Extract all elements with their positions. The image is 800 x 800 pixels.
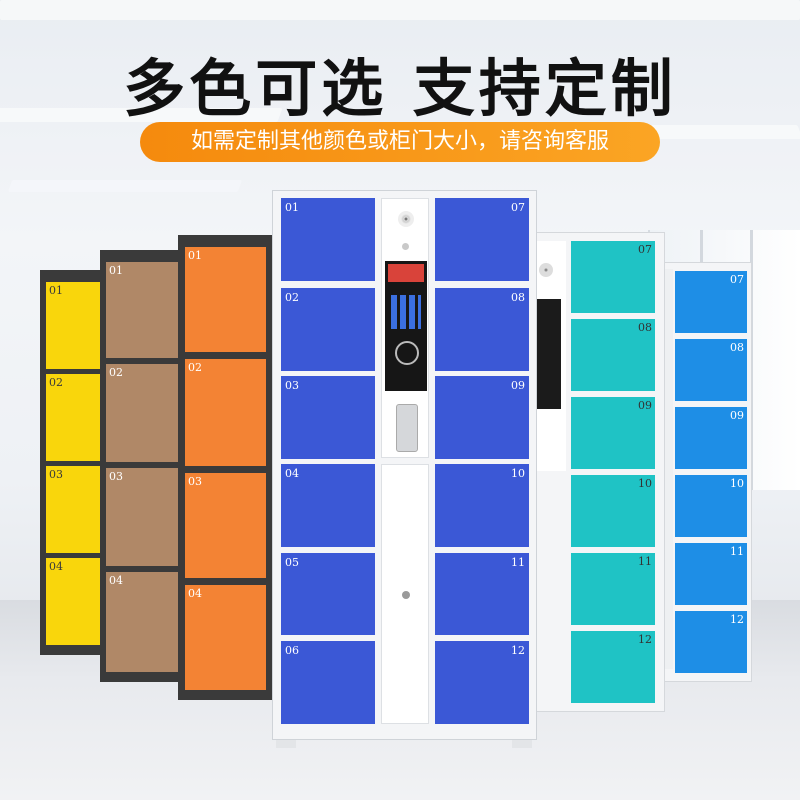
door-number: 10 [511,467,525,480]
door-number: 09 [730,409,744,422]
customization-banner: 如需定制其他颜色或柜门大小，请咨询客服 [140,122,660,162]
door-number: 06 [285,644,299,657]
door-number: 12 [730,613,744,626]
locker-door[interactable]: 08 [435,288,529,371]
locker-door[interactable]: 11 [435,553,529,635]
door-number: 10 [638,477,652,490]
door-number: 08 [730,341,744,354]
locker-door[interactable]: 11 [571,553,655,625]
locker-door[interactable]: 03 [46,466,106,553]
locker-door[interactable]: 07 [571,241,655,313]
door-number: 11 [638,555,652,568]
door-number: 04 [109,574,123,587]
locker-door[interactable]: 06 [281,641,375,724]
lower-panel [381,464,429,724]
door-number: 01 [285,201,299,214]
headline: 多色可选 支持定制 [123,52,677,125]
locker-door[interactable]: 09 [435,376,529,459]
speaker-icon [539,263,553,277]
door-number: 03 [109,470,123,483]
locker-door[interactable]: 11 [675,543,747,605]
door-number: 02 [188,361,202,374]
ceiling-light [7,180,243,192]
locker-door[interactable]: 03 [281,376,375,459]
locker-door[interactable]: 01 [185,247,266,352]
door-number: 09 [511,379,525,392]
locker-door[interactable]: 04 [185,585,266,690]
door-number: 01 [188,249,202,262]
locker-door[interactable]: 02 [106,364,179,462]
locker-door[interactable]: 07 [435,198,529,281]
door-number: 01 [109,264,123,277]
door-number: 04 [188,587,202,600]
ceiling-light [598,200,800,210]
door-number: 01 [49,284,63,297]
cabinet-foot [512,740,532,748]
cabinet-brown: 01 02 03 04 [100,250,185,682]
indicator-light [402,243,409,250]
locker-door[interactable]: 05 [281,553,375,635]
locker-door[interactable]: 12 [435,641,529,724]
locker-door[interactable]: 10 [435,464,529,547]
door-number: 02 [285,291,299,304]
locker-door[interactable]: 12 [571,631,655,703]
door-number: 11 [511,556,525,569]
door-number: 07 [511,201,525,214]
locker-door[interactable]: 02 [46,374,106,461]
locker-door[interactable]: 03 [106,468,179,566]
door-number: 03 [285,379,299,392]
door-number: 11 [730,545,744,558]
cabinet-teal: 07 08 09 10 11 12 [530,232,665,712]
locker-door[interactable]: 10 [571,475,655,547]
door-number: 03 [49,468,63,481]
door-number: 08 [638,321,652,334]
door-number: 12 [638,633,652,646]
door-number: 02 [109,366,123,379]
cabinet-yellow: 01 02 03 04 [40,270,110,655]
locker-door[interactable]: 01 [281,198,375,281]
cabinet-light-blue: 07 08 09 10 11 12 [660,262,752,682]
handle-lock[interactable] [396,404,418,452]
touch-screen[interactable] [535,299,561,409]
locker-door[interactable]: 04 [46,558,106,645]
door-number: 03 [188,475,202,488]
cabinet-orange: 01 02 03 04 [178,235,273,700]
door-number: 04 [285,467,299,480]
locker-door[interactable]: 08 [571,319,655,391]
locker-door[interactable]: 09 [675,407,747,469]
keyhole-icon [402,591,410,599]
locker-door[interactable]: 01 [46,282,106,369]
locker-door[interactable]: 02 [281,288,375,371]
locker-door[interactable]: 03 [185,473,266,578]
locker-door[interactable]: 04 [106,572,179,672]
door-number: 10 [730,477,744,490]
door-number: 02 [49,376,63,389]
door-number: 12 [511,644,525,657]
locker-door[interactable]: 09 [571,397,655,469]
cabinet-blue: 01 02 03 04 05 06 07 08 09 10 [272,190,537,740]
locker-door[interactable]: 04 [281,464,375,547]
locker-door[interactable]: 08 [675,339,747,401]
locker-door[interactable]: 12 [675,611,747,673]
control-panel [381,198,429,458]
door-number: 07 [730,273,744,286]
locker-door[interactable]: 01 [106,262,179,358]
door-number: 09 [638,399,652,412]
touch-screen[interactable] [385,261,427,391]
locker-door[interactable]: 10 [675,475,747,537]
locker-door[interactable]: 07 [675,271,747,333]
cabinet-foot [276,740,296,748]
speaker-icon [398,211,414,227]
door-number: 07 [638,243,652,256]
door-number: 05 [285,556,299,569]
door-number: 08 [511,291,525,304]
locker-door[interactable]: 02 [185,359,266,466]
door-number: 04 [49,560,63,573]
ceiling-light [0,0,800,20]
